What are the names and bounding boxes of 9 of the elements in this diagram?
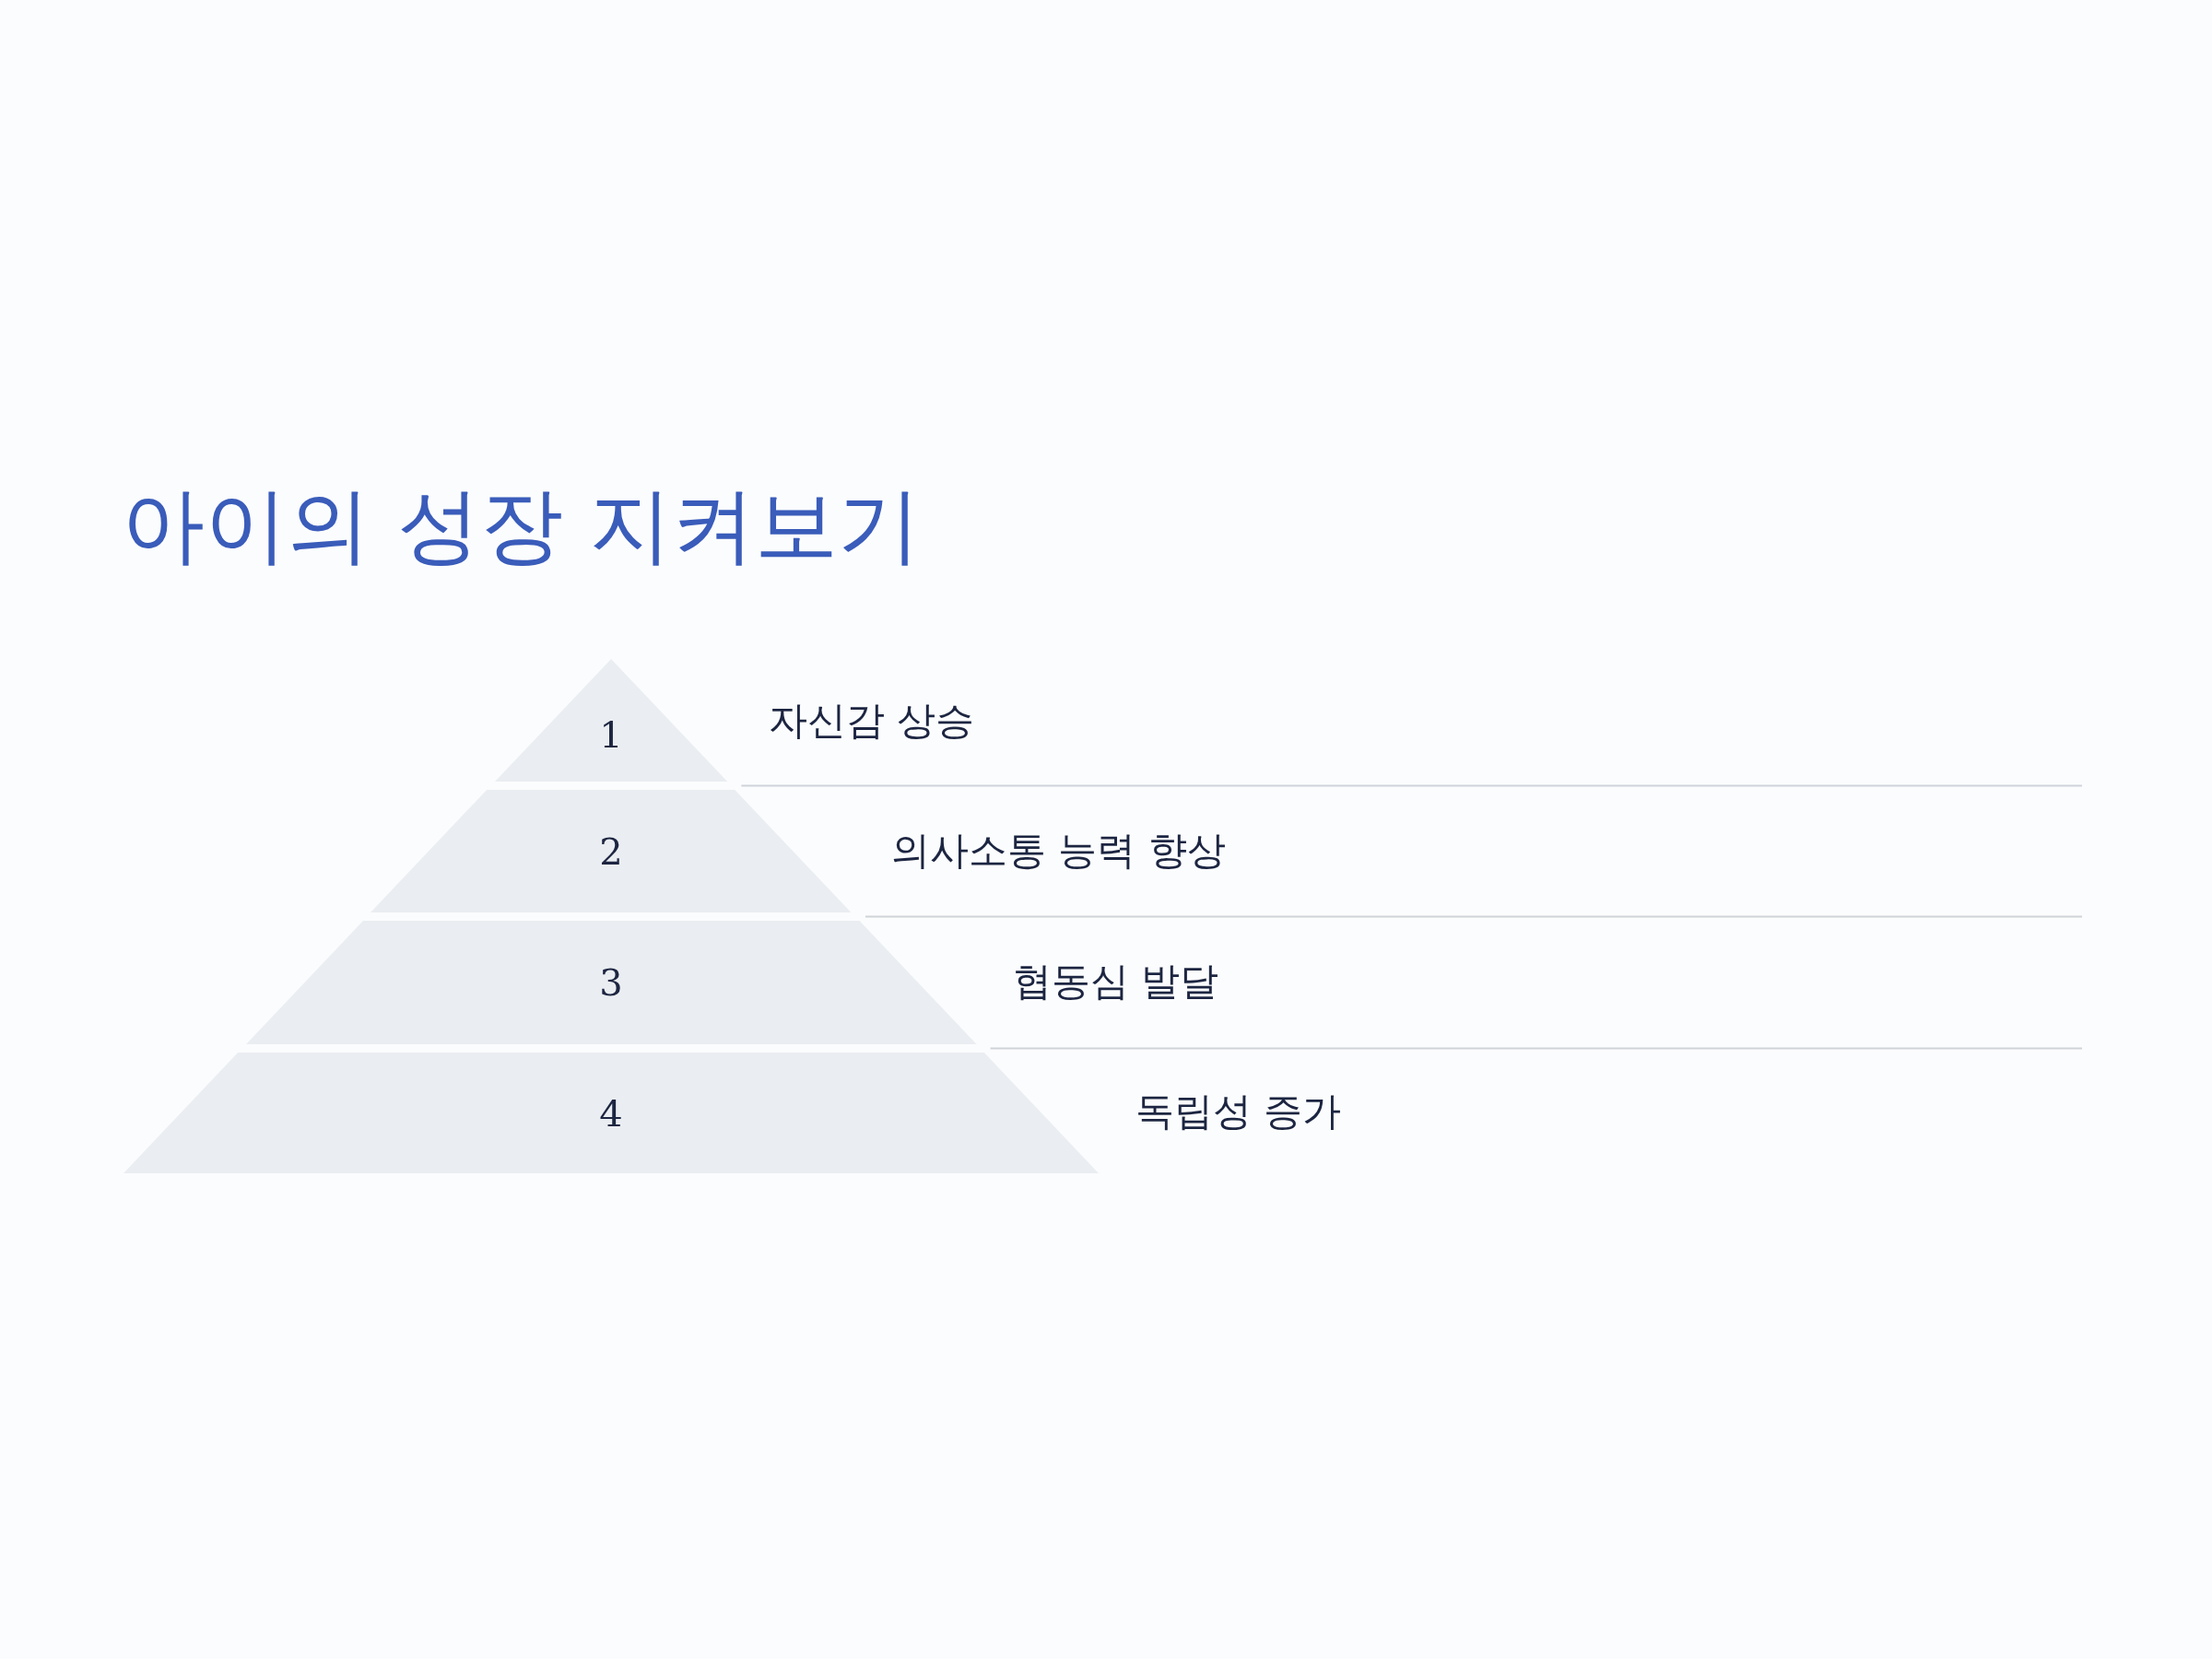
- tier-number: 3: [599, 960, 623, 1005]
- tier-label: 독립성 증가: [1135, 1088, 1342, 1135]
- title: 아이의 성장 지켜보기: [122, 476, 922, 575]
- tier-label: 자신감 상승: [769, 697, 975, 745]
- tier-number: 4: [599, 1090, 623, 1135]
- tier-label: 협동심 발달: [1013, 958, 1219, 1006]
- tier-number: 2: [599, 829, 623, 874]
- tier-number: 1: [599, 712, 623, 757]
- tier-label: 의사소통 능력 향상: [891, 827, 1226, 875]
